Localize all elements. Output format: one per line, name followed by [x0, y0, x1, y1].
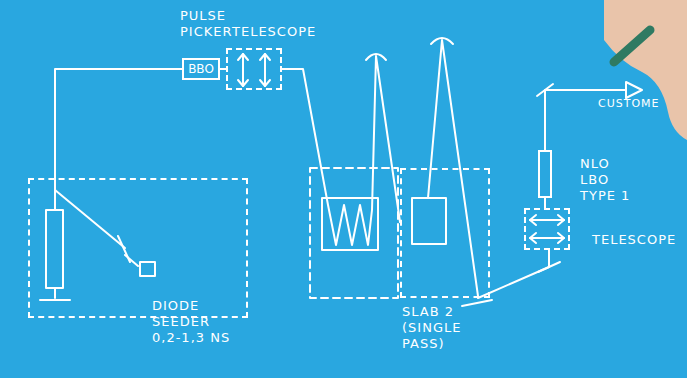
beam-line	[54, 178, 56, 210]
free-label: CUSTOME	[598, 96, 687, 112]
telescope-box: TELESCOPE	[226, 48, 282, 90]
end-mirror	[40, 299, 70, 301]
fold-mirror	[462, 300, 492, 306]
node-label: TELESCOPE	[232, 24, 342, 40]
hand-illustration	[604, 0, 687, 140]
beam-path	[282, 56, 400, 245]
output-arrowhead	[626, 82, 642, 98]
fold-mirror	[431, 38, 453, 44]
gain-element	[46, 210, 63, 288]
lens-symbol	[530, 215, 564, 243]
diode-symbol	[140, 262, 155, 276]
fold-mirror	[537, 84, 553, 96]
beam-line	[125, 255, 138, 266]
node-label: DIODE SEEDER 0,2-1,3 NS	[152, 298, 238, 346]
beam-path	[544, 198, 546, 208]
seeder-box: DIODE SEEDER 0,2-1,3 NS	[28, 178, 248, 318]
telescope-box: TELESCOPE	[524, 208, 570, 250]
node-label: SLAB 2 (SINGLE PASS)	[402, 304, 476, 352]
marker-pen	[614, 30, 650, 62]
beam-path	[55, 69, 182, 178]
pulse-picker-box: PULSE PICKERBBO	[182, 58, 220, 80]
beam-line	[55, 190, 125, 248]
nlo-crystal: NLO LBO TYPE 1	[538, 150, 552, 198]
slab-crystal	[412, 198, 446, 244]
node-label: TELESCOPE	[592, 232, 687, 248]
node-label: NLO LBO TYPE 1	[580, 156, 644, 204]
beam-line	[54, 288, 56, 298]
slab-box: SLAB 2 (SINGLE PASS)	[400, 168, 490, 298]
lens-symbol	[238, 54, 270, 86]
node-label: BBO	[184, 61, 218, 77]
